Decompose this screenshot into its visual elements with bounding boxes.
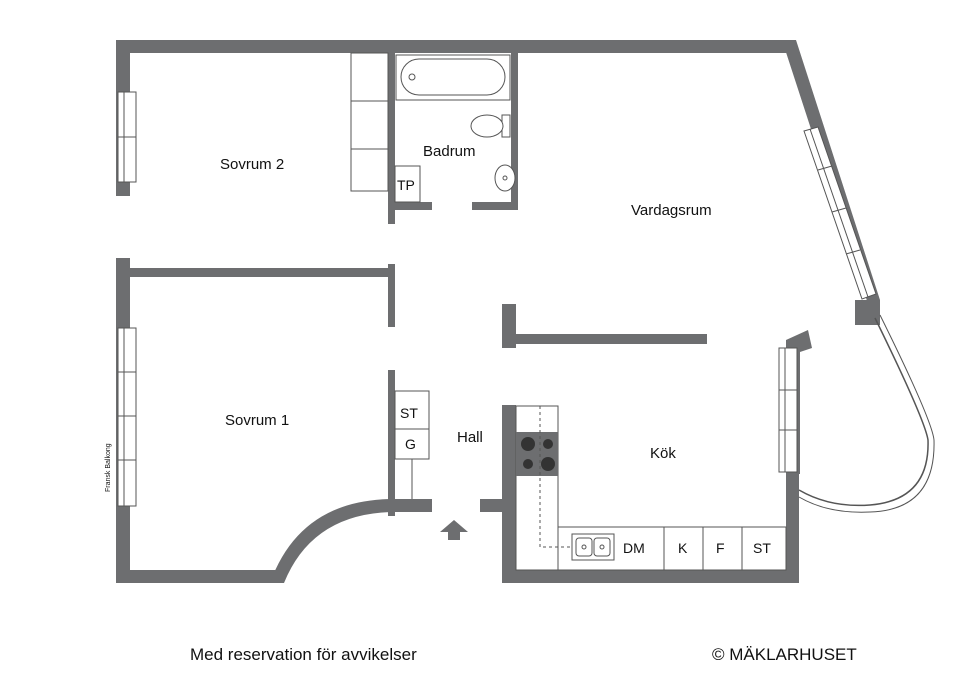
kitchen-counter <box>515 405 787 571</box>
fixture-label-f: F <box>716 540 725 556</box>
windows <box>117 91 877 507</box>
hall-cabinets <box>394 390 430 499</box>
room-label-vardagsrum: Vardagsrum <box>631 202 712 219</box>
room-label-badrum: Badrum <box>423 143 476 160</box>
wardrobe <box>350 52 389 192</box>
balcony-outline-inner <box>798 314 935 513</box>
sink-icon <box>571 533 615 561</box>
room-label-kok: Kök <box>650 445 676 462</box>
upper-cabinet-line <box>539 406 572 548</box>
stove-icon <box>516 432 558 476</box>
balcony-outline <box>798 317 929 507</box>
balcony-label: Fransk Balkong <box>105 443 112 492</box>
fixture-label-tp: TP <box>397 177 415 193</box>
curved-wall <box>270 499 392 583</box>
room-label-sovrum2: Sovrum 2 <box>220 156 284 173</box>
room-label-hall: Hall <box>457 429 483 446</box>
fixture-label-k: K <box>678 540 688 556</box>
disclaimer-text: Med reservation för avvikelser <box>190 645 417 664</box>
entry-arrow-icon <box>440 520 468 540</box>
fixture-label-g: G <box>405 436 416 452</box>
fixture-label-st-kitchen: ST <box>753 540 771 556</box>
bathroom-fixtures <box>394 54 516 203</box>
fixture-label-dm: DM <box>623 540 645 556</box>
room-label-sovrum1: Sovrum 1 <box>225 412 289 429</box>
copyright-text: © MÄKLARHUSET <box>712 645 857 664</box>
fixture-label-st-hall: ST <box>400 405 418 421</box>
